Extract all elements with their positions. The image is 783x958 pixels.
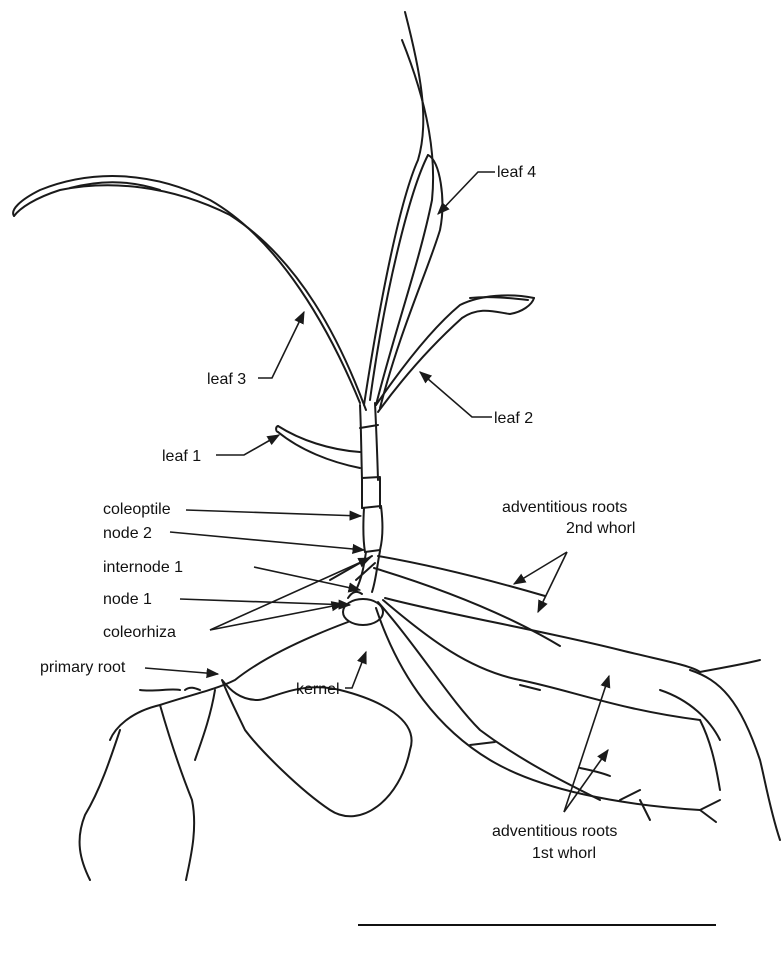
leader-lines <box>145 172 609 812</box>
leader-leaf-3 <box>258 312 304 378</box>
leader-adv-1st-b <box>564 750 608 812</box>
internode <box>348 551 380 598</box>
leader-leaf-1 <box>216 435 279 455</box>
leader-coleoptile <box>186 510 361 516</box>
adventitious-roots-2nd-whorl <box>330 556 560 646</box>
label-coleorhiza: coleorhiza <box>103 624 176 641</box>
leader-node-1 <box>180 599 350 605</box>
leader-coleorhiza-b <box>210 604 343 630</box>
label-adv-roots-2nd-line2: 2nd whorl <box>566 520 635 537</box>
stem <box>360 403 378 480</box>
leader-primary-root <box>145 668 218 674</box>
label-leaf-1: leaf 1 <box>162 448 201 465</box>
label-leaf-4: leaf 4 <box>497 164 536 181</box>
label-kernel: kernel <box>296 681 340 698</box>
leaf-3 <box>13 176 366 410</box>
plant-drawing <box>13 12 780 880</box>
label-leaf-3: leaf 3 <box>207 371 246 388</box>
leader-kernel <box>345 652 366 688</box>
labels: leaf 4 leaf 3 leaf 2 leaf 1 coleoptile n… <box>40 164 635 862</box>
label-coleoptile: coleoptile <box>103 501 171 518</box>
label-adv-roots-1st-line1: adventitious roots <box>492 823 617 840</box>
label-adv-roots-1st-line2: 1st whorl <box>532 845 596 862</box>
leaf-1 <box>276 426 360 468</box>
leader-node-2 <box>170 532 364 550</box>
leader-leaf-2 <box>420 372 492 417</box>
label-node-1: node 1 <box>103 591 152 608</box>
label-adv-roots-2nd-line1: adventitious roots <box>502 499 627 516</box>
leader-leaf-4 <box>438 172 495 214</box>
leaf-2 <box>376 295 534 412</box>
label-internode-1: internode 1 <box>103 559 183 576</box>
label-primary-root: primary root <box>40 659 126 676</box>
primary-root <box>80 622 412 880</box>
coleoptile <box>362 477 382 552</box>
label-node-2: node 2 <box>103 525 152 542</box>
label-leaf-2: leaf 2 <box>494 410 533 427</box>
adventitious-roots-1st-whorl <box>376 598 780 840</box>
